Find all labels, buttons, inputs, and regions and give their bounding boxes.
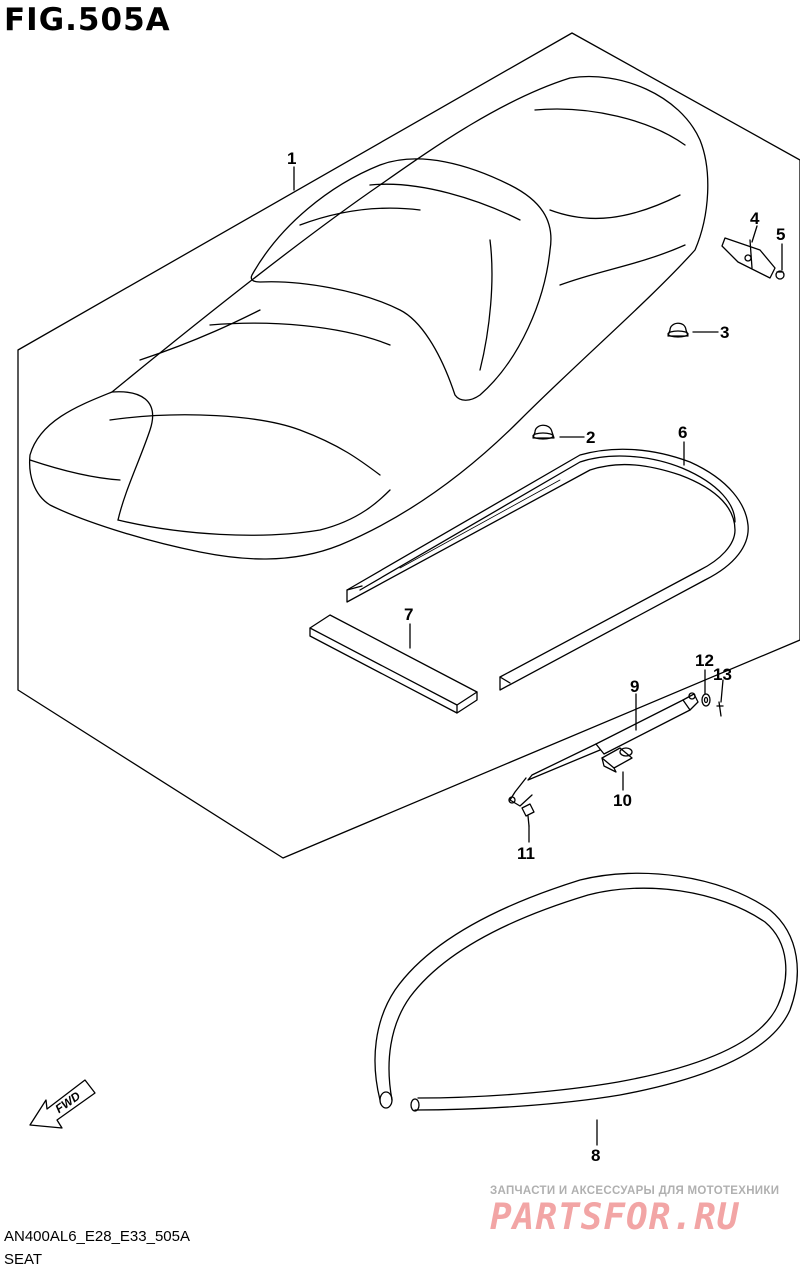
- callout-1: 1: [287, 149, 296, 168]
- callout-12: 12: [695, 651, 714, 670]
- collar-part-10: [601, 747, 633, 773]
- assembly-frame: [17, 32, 800, 859]
- callout-labels: 1 2 3 4 5 6 7 8 9 10 11 12 13 FWD: [53, 149, 786, 1165]
- seal-part-8: [374, 872, 798, 1112]
- callout-4: 4: [750, 209, 760, 228]
- figure-title: FIG.505A: [4, 2, 171, 38]
- damper-part-9: [508, 692, 699, 807]
- watermark-tagline: ЗАПЧАСТИ И АКСЕССУАРЫ ДЛЯ МОТОТЕХНИКИ: [490, 1185, 780, 1197]
- seat-band-part-6: [346, 448, 749, 691]
- diagram-code: AN400AL6_E28_E33_505A: [4, 1228, 190, 1245]
- callout-8: 8: [591, 1146, 600, 1165]
- callout-6: 6: [678, 423, 687, 442]
- bolt-part-11: [521, 803, 535, 827]
- pin-part-13: [716, 701, 724, 717]
- callout-3: 3: [720, 323, 729, 342]
- diagram-caption: SEAT: [4, 1251, 43, 1268]
- fwd-arrow-icon: [29, 1079, 96, 1129]
- callout-7: 7: [404, 605, 413, 624]
- washer-part-12: [701, 693, 711, 707]
- cushion-part-2: [532, 424, 555, 440]
- bolt-part-5: [775, 270, 785, 280]
- callout-10: 10: [613, 791, 632, 810]
- callout-2: 2: [586, 428, 595, 447]
- pad-part-7: [309, 614, 478, 714]
- callout-11: 11: [517, 844, 535, 863]
- bracket-part-4: [721, 237, 776, 279]
- callout-9: 9: [630, 677, 639, 696]
- callout-13: 13: [713, 665, 732, 684]
- cushion-part-3: [667, 322, 689, 338]
- watermark-logo: PARTSFOR.RU: [490, 1197, 740, 1238]
- callout-5: 5: [776, 225, 785, 244]
- leader-lines: [293, 166, 783, 1146]
- seat-outline: [28, 75, 709, 560]
